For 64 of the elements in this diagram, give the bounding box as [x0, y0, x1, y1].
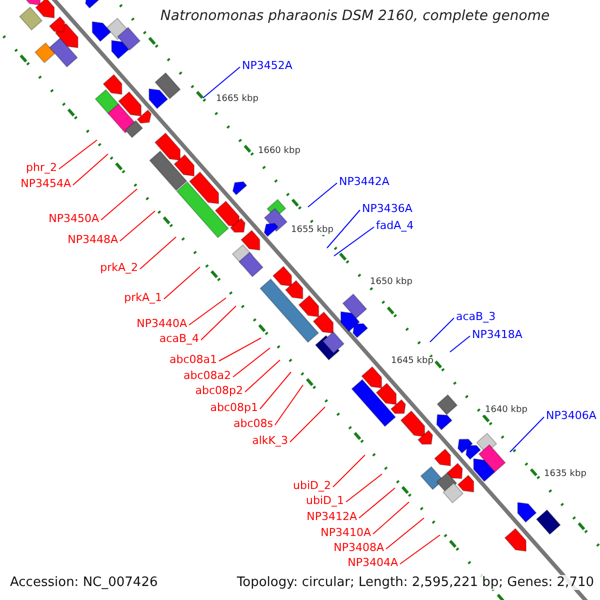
gene-label: acaB_3 [456, 311, 496, 322]
leader-line [290, 406, 326, 442]
gene-label: abc08a2 [183, 370, 231, 381]
tick-label: 1635 kbp [543, 470, 588, 479]
gene-label: NP3404A [348, 557, 398, 568]
gene-label: prkA_1 [124, 292, 162, 303]
leader-line [450, 336, 470, 352]
gene-label: abc08p1 [210, 402, 258, 413]
leader-line [200, 306, 236, 340]
leader-line [358, 488, 396, 518]
leader-line [510, 416, 544, 452]
leader-line [202, 66, 240, 98]
gene-label: NP3442A [339, 176, 390, 187]
leader-line [372, 502, 410, 534]
gene-label: NP3406A [546, 410, 596, 421]
gene-label: NP3440A [136, 318, 187, 329]
gene-label: prkA_2 [100, 262, 138, 273]
leader-line [140, 236, 176, 270]
leader-line [346, 474, 382, 502]
leader-line [72, 154, 108, 186]
gene-label: abc08a1 [169, 354, 217, 365]
leader-line [58, 140, 98, 170]
genome-info-text: Topology: circular; Length: 2,595,221 bp; Genes: 2,710 [234, 575, 596, 590]
gene-label: alkK_3 [252, 435, 288, 446]
tick-label: 1640 kbp [484, 406, 528, 415]
leader-line [334, 226, 374, 256]
map-title: Natronomonas pharaonis DSM 2160, complete genome [159, 9, 551, 23]
leader-line [260, 372, 292, 410]
leader-line [308, 182, 338, 208]
leader-line [430, 318, 454, 342]
tick-label: 1655 kbp [290, 226, 334, 235]
gene-label: phr_2 [26, 162, 57, 173]
gene-label: NP3436A [362, 203, 412, 214]
gene-label: NP3418A [472, 329, 522, 340]
gene-label: ubiD_2 [293, 480, 331, 491]
leader-line [386, 518, 424, 550]
gene-label: abc08p2 [195, 385, 243, 396]
leader-line [232, 348, 270, 378]
tick-label: 1645 kbp [390, 357, 434, 366]
leader-line [218, 338, 262, 362]
gene-label: NP3408A [334, 542, 384, 553]
accession-text: Accession: NC_007426 [8, 575, 160, 590]
leader-line [244, 360, 280, 392]
tick-label: 1660 kbp [257, 147, 302, 156]
gene-label: NP3450A [48, 213, 99, 224]
gene-label: NP3448A [68, 234, 118, 245]
leader-line [274, 384, 304, 426]
leader-line [164, 266, 200, 300]
leader-line [120, 210, 156, 242]
gene-label: NP3410A [320, 527, 371, 538]
tick-label: 1650 kbp [369, 278, 414, 287]
gene-label: NP3452A [242, 60, 292, 71]
leader-line [188, 298, 226, 326]
gene-label: NP3454A [20, 178, 71, 189]
leader-line [400, 534, 440, 564]
leader-line [326, 210, 360, 248]
leader-line [332, 454, 366, 488]
gene-label: fadA_4 [376, 220, 414, 231]
leader-line [100, 188, 138, 220]
tick-label: 1665 kbp [215, 95, 260, 104]
gene-label: NP3412A [306, 511, 357, 522]
gene-label: acaB_4 [159, 333, 199, 344]
gene-label: abc08s [234, 418, 273, 429]
gene-label: ubiD_1 [306, 495, 344, 506]
